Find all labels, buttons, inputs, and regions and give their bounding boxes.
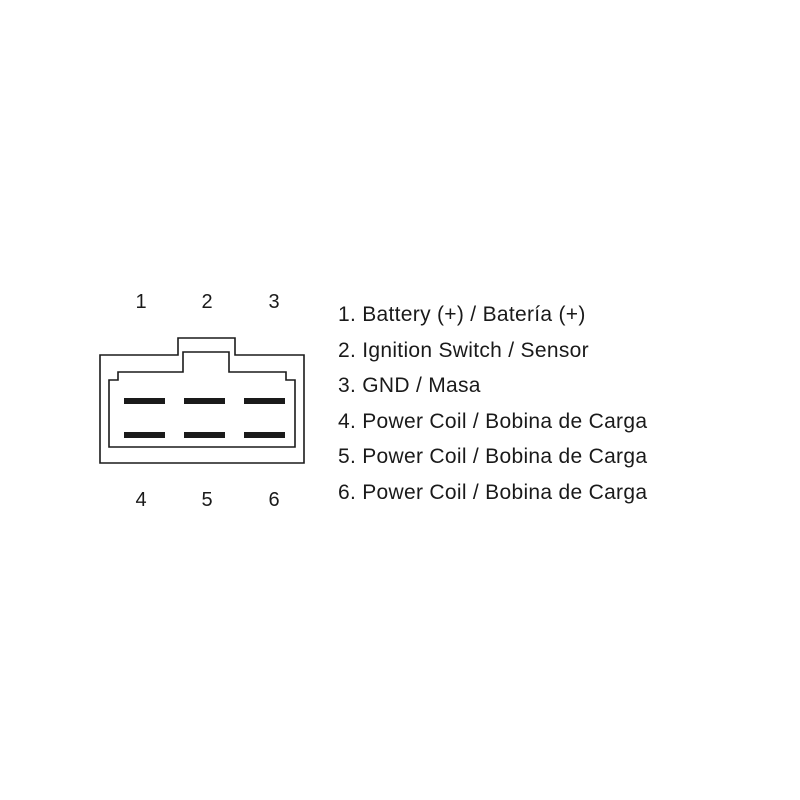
pinout-legend: 1. Battery (+) / Batería (+) 2. Ignition… xyxy=(338,300,647,514)
legend-item-1: 1. Battery (+) / Batería (+) xyxy=(338,303,586,326)
terminal-5 xyxy=(184,432,225,438)
terminal-2 xyxy=(184,398,225,404)
connector-housing-inner xyxy=(108,351,296,448)
legend-item-6: 6. Power Coil / Bobina de Carga xyxy=(338,480,648,504)
legend-item-5: 5. Power Coil / Bobina de Carga xyxy=(338,445,648,469)
pin-number-6: 6 xyxy=(268,489,280,511)
pin-number-5: 5 xyxy=(201,489,213,511)
pin-number-2: 2 xyxy=(201,291,213,313)
pin-number-3: 3 xyxy=(268,291,280,313)
terminal-3 xyxy=(244,398,285,404)
terminal-4 xyxy=(124,432,165,438)
terminal-6 xyxy=(244,432,285,438)
legend-item-4: 4. Power Coil / Bobina de Carga xyxy=(338,409,648,433)
legend-item-2: 2. Ignition Switch / Sensor xyxy=(338,338,589,362)
terminal-1 xyxy=(124,398,165,404)
connector-housing-outline xyxy=(99,337,305,464)
pin-number-4: 4 xyxy=(135,489,147,511)
legend-item-3: 3. GND / Masa xyxy=(338,374,481,398)
pin-number-1: 1 xyxy=(135,291,147,313)
